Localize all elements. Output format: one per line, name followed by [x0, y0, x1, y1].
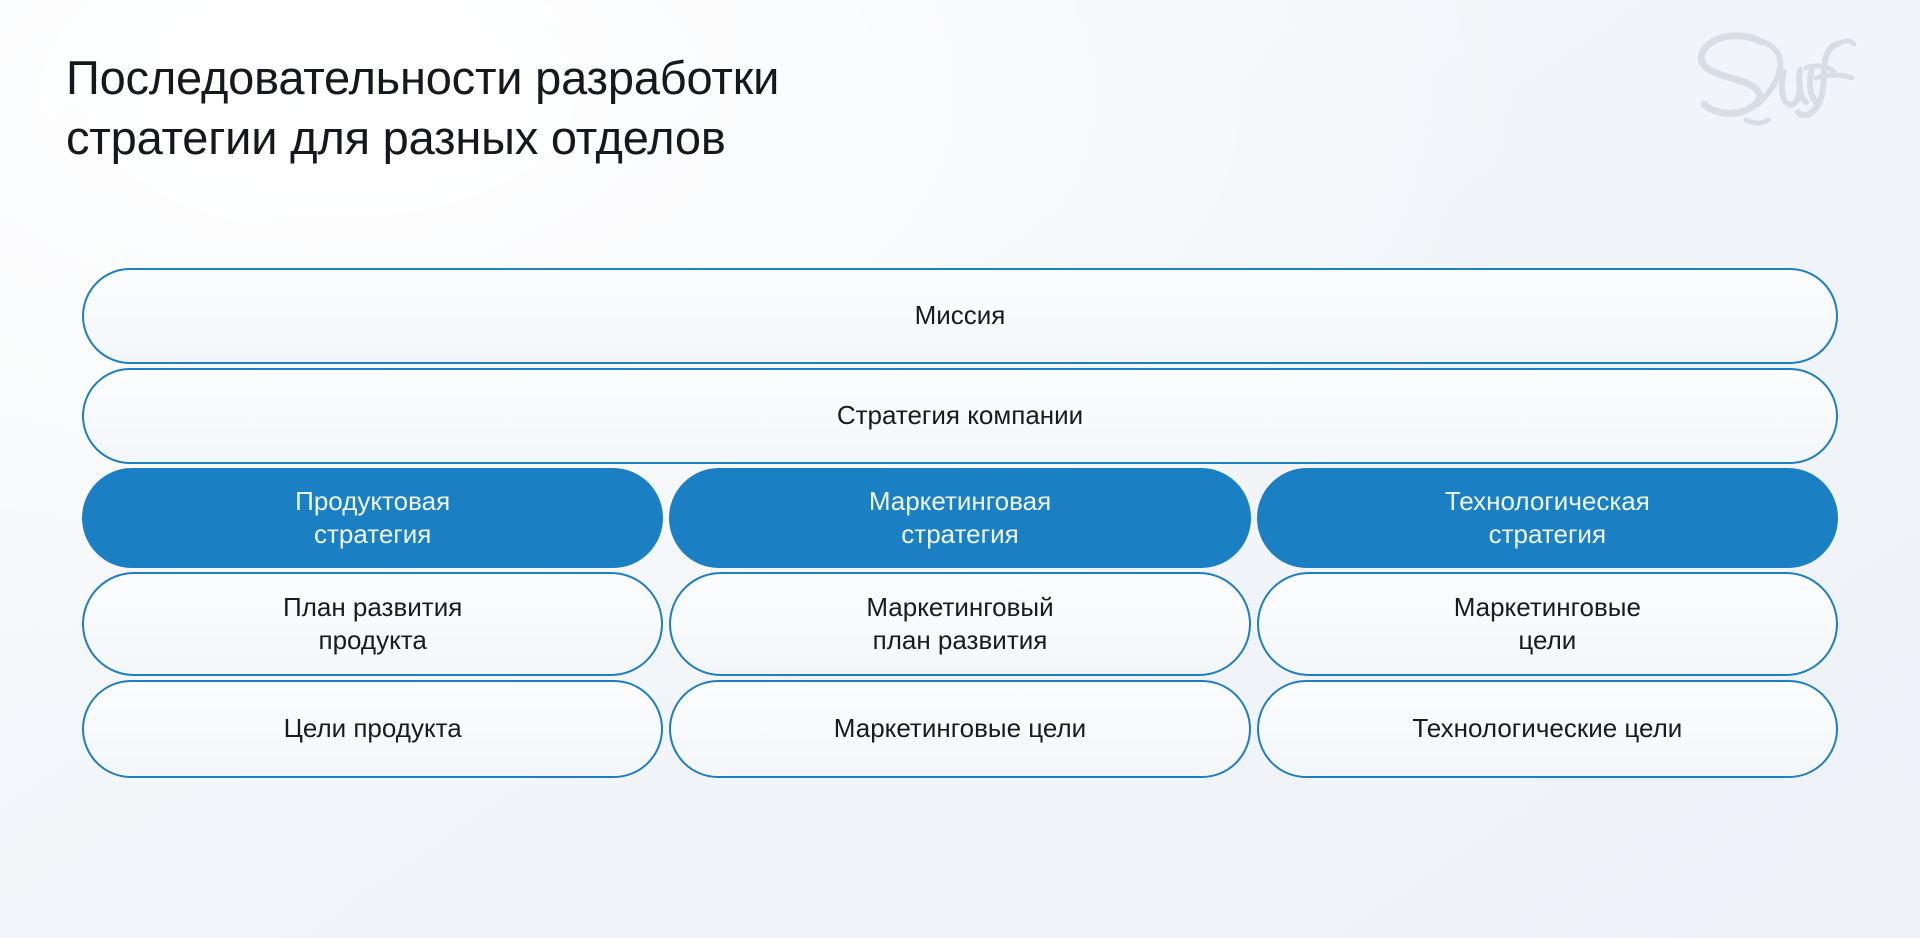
diagram-row-plans: План развития продукта Маркетинговый пла…: [82, 572, 1838, 676]
diagram-row-strategies: Продуктовая стратегия Маркетинговая стра…: [82, 468, 1838, 568]
diagram-row-company-strategy: Стратегия компании: [82, 368, 1838, 464]
pill-marketing-strategy[interactable]: Маркетинговая стратегия: [669, 468, 1251, 568]
pill-technology-goals[interactable]: Технологические цели: [1256, 680, 1838, 778]
pill-product-development-plan[interactable]: План развития продукта: [82, 572, 664, 676]
pill-marketing-goals[interactable]: Маркетинговые цели: [669, 680, 1251, 778]
pill-marketing-development-plan[interactable]: Маркетинговый план развития: [669, 572, 1251, 676]
pill-technology-strategy[interactable]: Технологическая стратегия: [1256, 468, 1838, 568]
pill-company-strategy[interactable]: Стратегия компании: [82, 368, 1838, 464]
slide-header: Последовательности разработки стратегии …: [66, 48, 1366, 168]
strategy-hierarchy-diagram: Миссия Стратегия компании Продуктовая ст…: [82, 268, 1838, 778]
pill-marketing-goals-upper[interactable]: Маркетинговые цели: [1256, 572, 1838, 676]
page-title: Последовательности разработки стратегии …: [66, 51, 780, 165]
pill-product-goals[interactable]: Цели продукта: [82, 680, 664, 778]
diagram-row-goals: Цели продукта Маркетинговые цели Техноло…: [82, 680, 1838, 778]
pill-product-strategy[interactable]: Продуктовая стратегия: [82, 468, 664, 568]
diagram-row-mission: Миссия: [82, 268, 1838, 364]
pill-mission[interactable]: Миссия: [82, 268, 1838, 364]
surf-script-logo-icon: [1688, 24, 1868, 128]
